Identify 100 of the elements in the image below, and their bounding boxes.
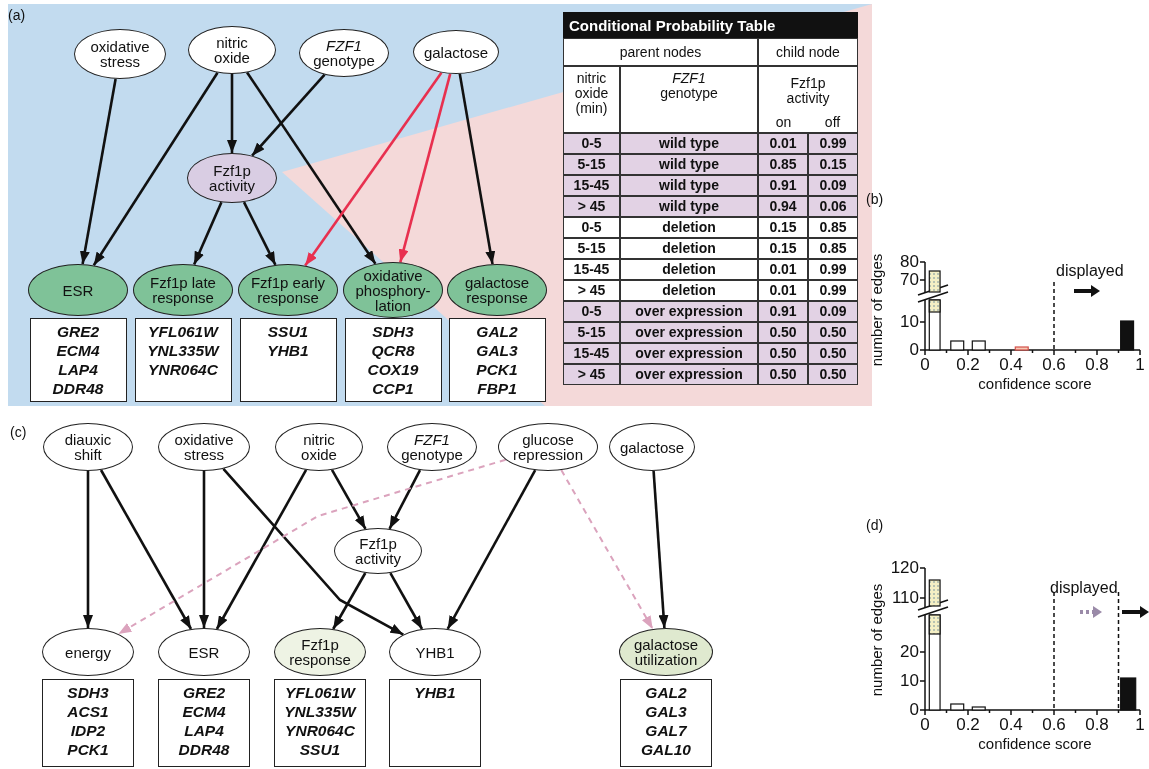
tick-label: 120 [889,559,919,577]
tick-label: 1 [1134,355,1146,375]
table-cell: deletion [620,259,758,280]
node-label: glucose repression [511,432,584,462]
gene-list-box [274,679,366,767]
table-header: parent nodes [563,38,758,66]
annotation-text: displayed [1050,578,1119,598]
table-title: Conditional Probability Table [563,12,858,38]
gene-name: YNR064C [148,360,218,379]
node-label: oxidative phosphory- lation [354,267,432,313]
table-cell: wild type [620,133,758,154]
tick-label: 0 [908,701,919,719]
tick-label: 0.6 [1041,715,1067,735]
gene-name: YNL335W [284,702,356,721]
table-cell: 0.09 [808,301,858,322]
node-label: FZF1 genotype [400,432,464,462]
gene-list-box [620,679,712,767]
node-label: Fzf1p late response [149,275,217,305]
gene-name: GAL3 [476,341,518,360]
table-cell: 0.01 [758,280,808,301]
table-cell: 0.50 [758,343,808,364]
tick-label: 0 [919,355,931,375]
table-cell: 0.99 [808,133,858,154]
gene-name: FBP1 [477,379,517,398]
gene-name: YFL061W [285,683,355,702]
table-cell: 0.50 [808,322,858,343]
node-label: YHB1 [415,644,455,660]
table-cell: 0.15 [758,238,808,259]
gene-list-box [239,318,337,402]
table-cell: 0.50 [758,364,808,385]
arrow [92,72,219,266]
gene-name: GAL7 [645,721,687,740]
panel-label: (b) [866,190,885,208]
table-cell: over expression [620,364,758,385]
arrow [215,469,308,630]
gene-name: SDH3 [372,322,414,341]
tick-label: 80 [899,253,919,271]
tick-label: 10 [899,672,919,690]
arrow [227,74,237,153]
table-cell: 15-45 [563,175,620,196]
arrow [398,73,452,263]
arrow [330,469,367,530]
tick-label: 0.8 [1084,355,1110,375]
node-label: Fzf1p response [288,637,352,667]
table-header: off [808,112,858,133]
tick-label: 110 [890,589,919,607]
tick-label: 0.2 [955,715,981,735]
table-cell: 0.91 [758,175,808,196]
node-label: galactose utilization [632,637,700,667]
table-cell: 0-5 [563,217,620,238]
table-cell: 0.94 [758,196,808,217]
tick-label: 20 [899,643,919,661]
arrow [99,469,193,630]
table-cell: over expression [620,343,758,364]
table-cell: 0.85 [808,238,858,259]
gene-name: SSU1 [299,740,341,759]
gene-name: GRE2 [182,683,226,702]
table-cell: 5-15 [563,238,620,259]
table-header: Fzf1p activity [758,66,858,112]
node-label: ESR [188,644,220,660]
axis-title: number of edges [867,252,885,369]
table-cell: 0.15 [758,217,808,238]
gene-name: CCP1 [372,379,414,398]
gene-name: IDP2 [70,721,106,740]
tick-label: 0 [908,341,919,359]
table-header: child node [758,38,858,66]
arrow [83,471,93,628]
table-cell: 0.06 [808,196,858,217]
tick-label: 0.8 [1084,715,1110,735]
gene-name: GAL2 [476,322,518,341]
arrow [242,201,277,266]
tick-label: 0.2 [955,355,981,375]
node-label: galactose response [463,275,531,305]
node-label: nitric oxide [213,35,251,65]
table-cell: 5-15 [563,154,620,175]
arrow [192,201,223,266]
arrow [332,572,367,630]
table-header: on [758,112,808,133]
dashed-arrow [560,469,654,630]
table-cell: wild type [620,196,758,217]
ellipse-node [389,628,481,676]
table-cell: 0.99 [808,259,858,280]
ellipse-node [498,423,598,471]
table-cell: 15-45 [563,259,620,280]
node-label: FZF1 genotype [312,38,376,68]
table-cell: 0.09 [808,175,858,196]
table-cell: deletion [620,217,758,238]
arrow [79,78,117,265]
arrow [446,469,537,630]
arrow [652,470,669,629]
node-label: energy [65,644,111,660]
node-label: Fzf1p activity [354,536,402,566]
table-cell: deletion [620,280,758,301]
arrow [222,467,404,636]
gene-list-box [344,318,442,402]
gene-name: YNL335W [147,341,219,360]
gene-list-box [134,318,232,402]
axis-title: confidence score [977,373,1093,393]
table-cell: 0.50 [758,322,808,343]
tick-label: 10 [899,313,919,331]
